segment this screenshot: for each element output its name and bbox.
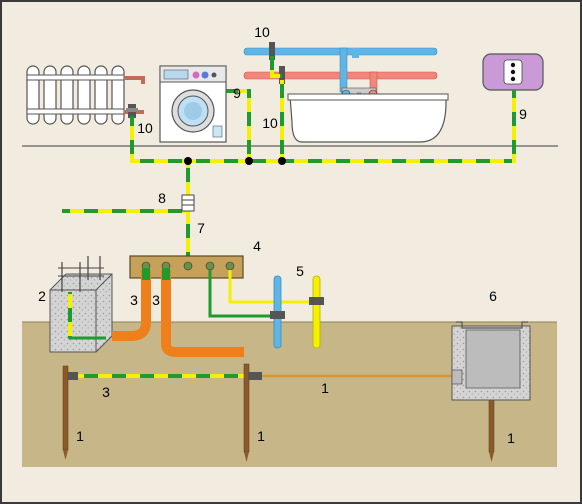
heater-bond-conductor xyxy=(512,90,516,163)
pipe-bond-line-2 xyxy=(228,270,316,304)
water-heater-icon xyxy=(482,53,544,91)
junction-dot-icon xyxy=(245,157,253,165)
metal-pipe-yellow xyxy=(312,275,321,349)
cold-pipe-bond xyxy=(270,56,274,76)
pipe-clamp-icon xyxy=(309,297,324,305)
connector-icon xyxy=(181,194,195,212)
bus-terminal-icon xyxy=(225,261,235,271)
washing-machine-bond xyxy=(247,89,251,161)
label-1-mid: 1 xyxy=(257,428,265,444)
label-10-radiator: 10 xyxy=(137,120,153,136)
label-10-pipes: 10 xyxy=(254,24,270,40)
ground-conductor-strip xyxy=(76,374,248,378)
pipe-bond-conductor xyxy=(280,80,284,161)
junction-dot-icon xyxy=(278,157,286,165)
label-3-ground: 3 xyxy=(102,384,110,400)
radiator-bond-conductor xyxy=(130,116,134,161)
label-5: 5 xyxy=(296,263,304,279)
concrete-foundation-pit xyxy=(451,321,531,401)
foundation-earth-conductor xyxy=(112,270,151,341)
bathtub-icon xyxy=(287,93,449,143)
ground-electrode-conductor xyxy=(161,270,244,357)
junction-dot-icon xyxy=(184,157,192,165)
pipe-clamp-icon xyxy=(269,42,275,60)
cold-water-tee xyxy=(352,48,359,58)
pipe-clamp-icon xyxy=(126,108,138,112)
label-1-horizontal: 1 xyxy=(321,380,329,396)
label-10-bath: 10 xyxy=(262,115,278,131)
main-equipotential-conductor xyxy=(130,159,516,163)
label-9-heater: 9 xyxy=(519,106,527,122)
bus-terminal-icon xyxy=(205,261,215,271)
washing-machine-bond-horizontal xyxy=(226,89,250,93)
incoming-conductor xyxy=(62,209,188,213)
label-3-mid: 3 xyxy=(152,292,160,308)
pipe-clamp-icon xyxy=(270,311,285,319)
ground-rod-icon xyxy=(243,363,262,462)
bus-tap xyxy=(162,268,170,280)
label-2: 2 xyxy=(38,288,46,304)
label-4: 4 xyxy=(253,238,261,254)
pipe-bond-link xyxy=(270,74,282,78)
foundation-conductor-vertical xyxy=(68,292,72,338)
radiator-icon xyxy=(26,65,145,125)
label-6: 6 xyxy=(489,288,497,304)
label-1-left: 1 xyxy=(76,428,84,444)
label-3-left: 3 xyxy=(130,292,138,308)
cold-water-drop xyxy=(339,47,348,93)
label-9-washer: 9 xyxy=(233,85,241,101)
washing-machine-icon xyxy=(159,65,227,143)
label-1-right: 1 xyxy=(507,430,515,446)
bus-terminal-icon xyxy=(183,261,193,271)
label-8: 8 xyxy=(158,190,166,206)
ground-rod-icon xyxy=(62,365,78,460)
foundation-block xyxy=(49,256,113,353)
bus-tap xyxy=(142,268,150,280)
label-7: 7 xyxy=(197,220,205,236)
water-pipes xyxy=(243,47,438,106)
pipe-bond-line-1 xyxy=(208,270,276,318)
